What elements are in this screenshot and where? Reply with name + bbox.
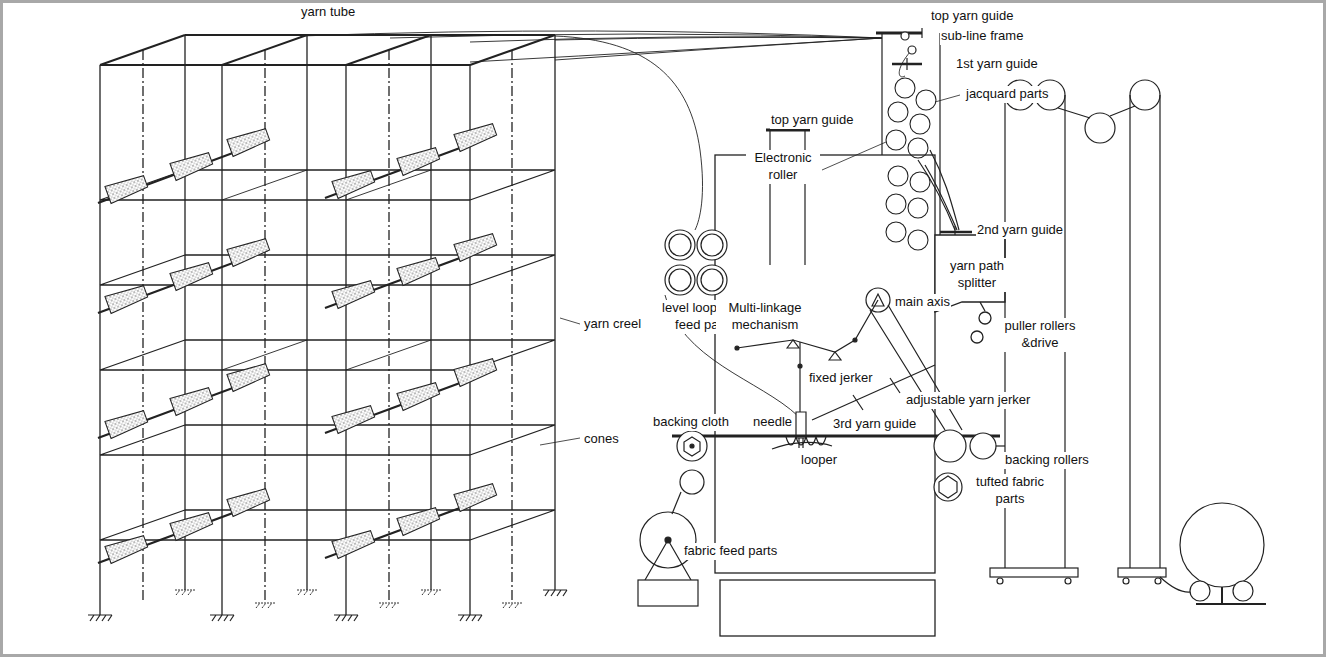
part-label: backing rollers bbox=[1004, 452, 1090, 469]
part-label: Multi-linkage mechanism bbox=[716, 300, 814, 334]
cone-rods bbox=[98, 135, 495, 563]
part-label: yarn path splitter bbox=[945, 258, 1009, 292]
part-label: cones bbox=[583, 431, 620, 448]
level-loop-rollers bbox=[665, 230, 727, 295]
part-label: sub-line frame bbox=[940, 28, 1024, 45]
part-label: Electronic roller bbox=[746, 150, 820, 184]
yarn-guides bbox=[766, 28, 972, 265]
part-label: adjustable yarn jerker bbox=[905, 392, 1031, 409]
fabric-take-up bbox=[990, 80, 1266, 604]
jacquard-rollers bbox=[886, 78, 936, 250]
backing-cloth-rollers bbox=[638, 430, 1000, 606]
part-label: jacquard parts bbox=[965, 86, 1049, 103]
part-label: 3rd yarn guide bbox=[832, 416, 917, 433]
part-label: yarn tube bbox=[300, 4, 356, 21]
part-label: tufted fabric parts bbox=[966, 474, 1054, 508]
part-label: backing cloth bbox=[652, 414, 730, 431]
yarn-paths bbox=[300, 31, 910, 416]
part-label: top yarn guide bbox=[770, 112, 854, 129]
yarn-cones bbox=[105, 121, 498, 564]
part-label: fixed jerker bbox=[808, 370, 874, 387]
part-label: 2nd yarn guide bbox=[976, 222, 1064, 239]
part-label: fabric feed parts bbox=[683, 543, 778, 560]
part-label: main axis bbox=[894, 294, 951, 311]
part-label: yarn creel bbox=[583, 316, 642, 333]
part-label: needle bbox=[752, 414, 793, 431]
part-label: 1st yarn guide bbox=[955, 56, 1039, 73]
ground-symbols bbox=[88, 590, 567, 621]
leader-lines bbox=[540, 95, 960, 445]
part-label: puller rollers &drive bbox=[993, 318, 1087, 352]
yarn-creel-frame bbox=[100, 35, 555, 615]
part-label: looper bbox=[800, 452, 838, 469]
part-label: top yarn guide bbox=[930, 8, 1014, 25]
